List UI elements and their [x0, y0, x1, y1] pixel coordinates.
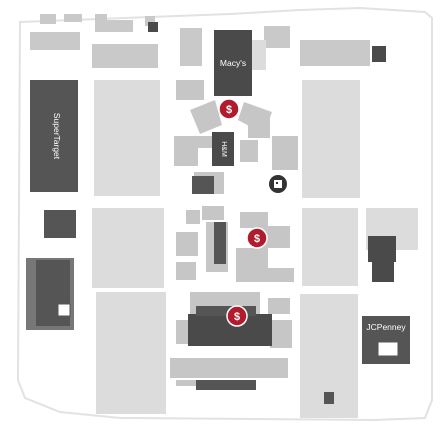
svg-text:$: $ [226, 104, 232, 116]
top-buildings [30, 14, 386, 68]
anchor-jcpenney[interactable]: JCPenney [366, 322, 406, 332]
anchor-macys[interactable]: Macy's [220, 58, 246, 68]
anchor-hm[interactable]: H&M [220, 141, 227, 157]
left-buildings [26, 80, 78, 330]
dollar-pin-icon[interactable]: $ [246, 227, 268, 249]
svg-text:$: $ [254, 233, 260, 245]
dollar-pin-icon[interactable]: $ [226, 305, 248, 327]
parking-lots [92, 40, 418, 418]
building-info-icon[interactable] [269, 175, 287, 193]
dollar-pin-icon[interactable]: $ [218, 98, 240, 120]
svg-text:$: $ [234, 311, 240, 323]
anchor-supertarget[interactable]: SuperTarget [52, 113, 62, 160]
dark-buildings [188, 30, 410, 404]
